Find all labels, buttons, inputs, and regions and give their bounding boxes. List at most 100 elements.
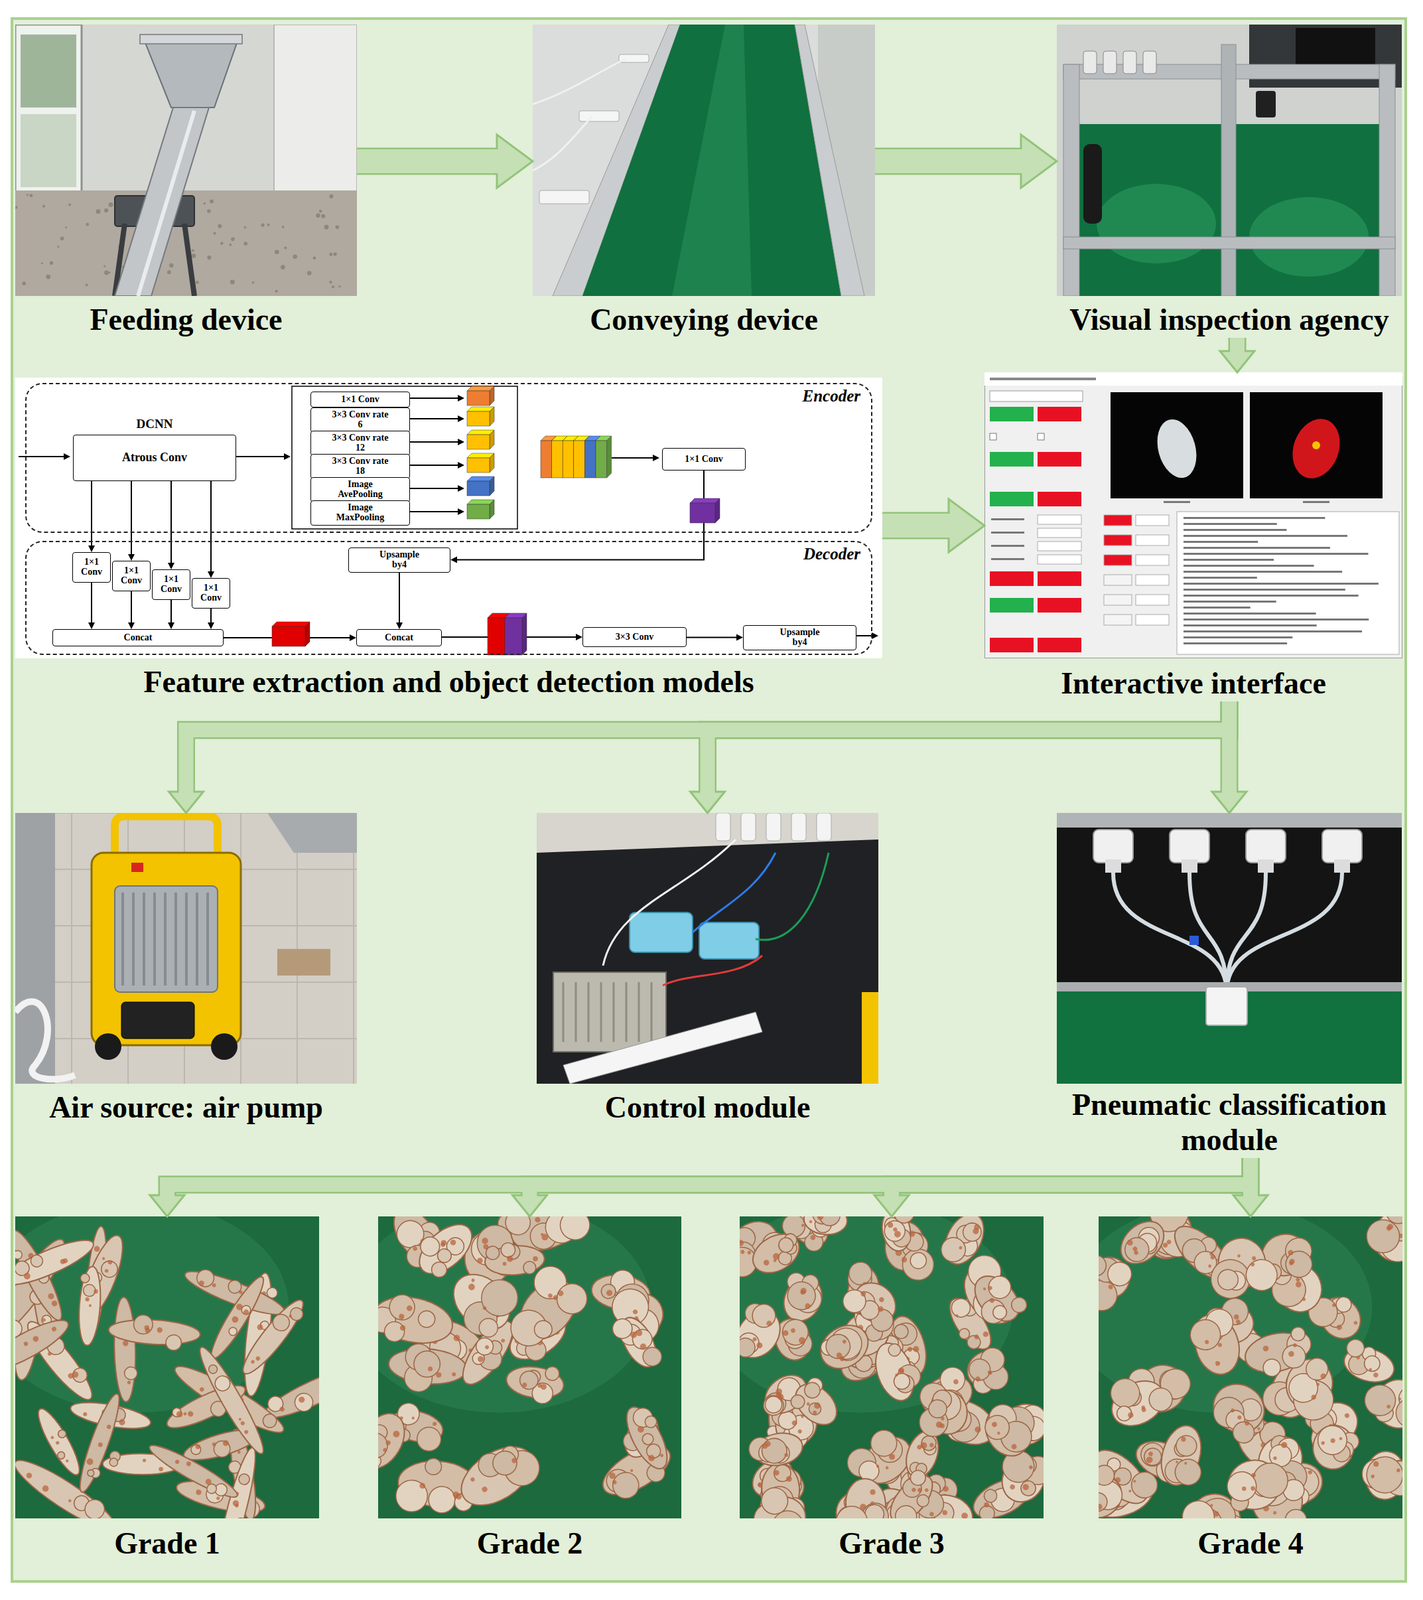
arrow-head [496, 134, 533, 188]
rust-spot [1272, 1455, 1278, 1461]
device-edge [861, 991, 879, 1084]
rust-spot [1397, 1397, 1402, 1401]
root-knob [1141, 1444, 1165, 1468]
rust-spot [467, 1281, 477, 1291]
floor-speckle [313, 256, 317, 260]
rust-spot [399, 1324, 407, 1331]
ui-text-mimic [1183, 516, 1325, 519]
root-body [145, 1438, 241, 1503]
rust-spot [958, 1245, 964, 1250]
root-knob [237, 1472, 251, 1486]
ui-button [1037, 597, 1082, 613]
block-arrow-outline [875, 134, 1057, 188]
rust-spot [942, 1509, 949, 1516]
cabinet [273, 24, 357, 217]
rust-spot [222, 1438, 230, 1447]
arrow-body [186, 701, 1230, 795]
ginseng-root [786, 1372, 848, 1433]
root-knob [640, 1430, 655, 1446]
floor-speckle [292, 254, 298, 259]
arrow-line [456, 470, 704, 560]
rust-spot [1028, 1464, 1034, 1470]
grade-panel: Grade 1 [15, 1216, 320, 1561]
wall [15, 24, 357, 296]
wire [662, 955, 763, 986]
floor-speckle [329, 194, 334, 199]
root-body [31, 1403, 86, 1479]
rust-spot [476, 1257, 483, 1264]
rust-spot [1353, 1320, 1359, 1326]
rust-spot [411, 1415, 415, 1420]
rust-spot [481, 1237, 489, 1244]
root-body [410, 1216, 481, 1283]
control-panel [121, 1001, 195, 1039]
power-strip [563, 1011, 763, 1084]
rust-spot [61, 1257, 69, 1264]
floor-speckle [228, 243, 232, 247]
floor-speckle [26, 193, 29, 196]
floor-speckle [57, 245, 60, 248]
ui-text-mimic [1183, 534, 1348, 537]
arrow-outline [882, 512, 952, 540]
rust-spot [254, 1355, 261, 1362]
floor-speckle [335, 225, 339, 229]
ui-button [1037, 406, 1082, 422]
rust-spot [41, 1317, 46, 1322]
block-arrow-outline [1212, 701, 1247, 813]
ui-text-mimic [1183, 642, 1288, 645]
rust-spot [606, 1288, 613, 1296]
conveying-device-photo [532, 24, 876, 296]
heading: DCNN [73, 416, 236, 432]
device-panel: Visual inspection agency [1056, 24, 1402, 338]
rust-spot [406, 1304, 413, 1311]
arrow-head [1020, 134, 1057, 188]
ui-button [1037, 451, 1082, 467]
floor-speckle [331, 285, 335, 288]
concat-box: Concat [52, 628, 224, 647]
rust-spot [812, 1409, 818, 1416]
root-knob [234, 1516, 248, 1518]
root-knob [1126, 1466, 1163, 1503]
pneumatic-module-photo [1056, 812, 1402, 1084]
ui-text-mimic [1163, 500, 1191, 503]
ginseng-root [1359, 1216, 1403, 1272]
flow-line [611, 457, 653, 459]
rust-spot [1250, 1261, 1256, 1267]
root-knob [1261, 1356, 1283, 1378]
root-knob [980, 1410, 1014, 1444]
branch-bracket [291, 386, 518, 529]
solenoid-valve [1169, 829, 1210, 863]
rust-spot [1373, 1460, 1380, 1467]
rust-spot [532, 1255, 539, 1262]
ginseng-root [107, 1312, 202, 1352]
figure-frame [11, 18, 1406, 1581]
root-knob [801, 1378, 824, 1401]
concat-box: Concat [356, 628, 442, 647]
root-knob [983, 1271, 1016, 1303]
caption: Interactive interface [984, 666, 1403, 702]
box-label: Image MaxPooling [330, 502, 391, 523]
flow-arrow [450, 470, 704, 564]
rust-spot [804, 1302, 812, 1310]
ui-field [1037, 528, 1082, 538]
feature-cube [562, 440, 574, 478]
root-knob [1285, 1508, 1307, 1518]
ginseng-root [975, 1391, 1044, 1463]
rust-spot [198, 1279, 205, 1286]
rust-spot [936, 1421, 943, 1428]
nozzle-box [1206, 986, 1248, 1025]
rust-spot [97, 1441, 104, 1448]
ui-checkbox [989, 433, 997, 440]
rust-spot [175, 1409, 184, 1419]
conv-box: 1×1 Conv [310, 391, 410, 408]
box-label: Atrous Conv [122, 451, 188, 465]
rust-spot [1229, 1407, 1236, 1413]
rust-spot [143, 1324, 150, 1331]
caption: Control module [536, 1089, 879, 1126]
sensor [539, 190, 590, 204]
rust-spot [47, 1350, 53, 1356]
root-body [113, 1296, 137, 1402]
rust-spot [1107, 1283, 1114, 1289]
root-knob [424, 1457, 442, 1475]
vent-slot [638, 981, 641, 1042]
